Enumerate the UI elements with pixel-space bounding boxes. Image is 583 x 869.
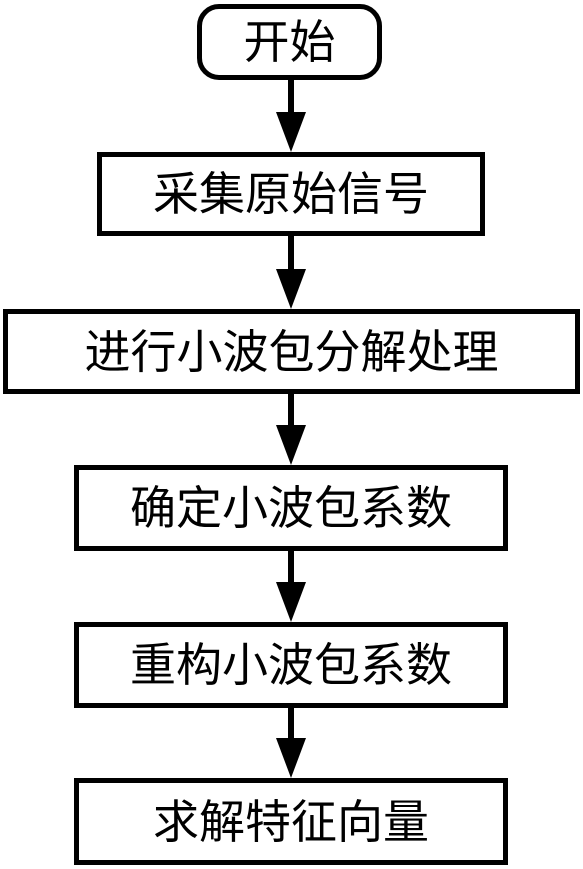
step-node-label: 求解特征向量	[153, 794, 429, 849]
step-node-label: 进行小波包分解处理	[84, 324, 499, 379]
arrow-collect-to-decompose	[276, 236, 306, 309]
step-node-reconstruct-coefficients: 重构小波包系数	[74, 622, 508, 708]
step-node-determine-coefficients: 确定小波包系数	[74, 465, 508, 551]
step-node-label: 重构小波包系数	[130, 638, 452, 692]
start-node-label: 开始	[243, 15, 336, 69]
arrow-start-to-collect	[276, 80, 306, 152]
arrow-reconstruct-to-feature	[276, 708, 306, 778]
step-node-label: 采集原始信号	[153, 167, 429, 221]
start-node: 开始	[197, 4, 382, 80]
step-node-label: 确定小波包系数	[130, 481, 452, 535]
step-node-collect-signal: 采集原始信号	[97, 152, 485, 236]
arrow-decompose-to-determine	[276, 394, 306, 465]
step-node-wavelet-decomposition: 进行小波包分解处理	[3, 309, 580, 394]
arrow-determine-to-reconstruct	[276, 551, 306, 622]
step-node-feature-vector: 求解特征向量	[74, 778, 508, 865]
